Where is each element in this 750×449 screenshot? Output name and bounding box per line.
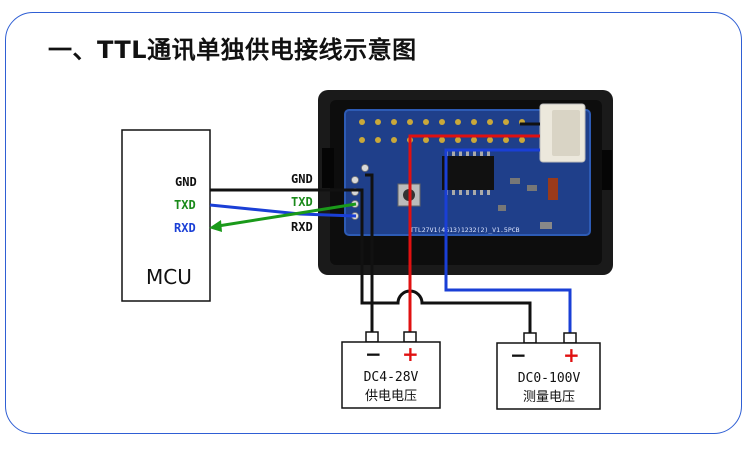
measure-voltage: DC0-100V: [518, 371, 581, 386]
module-rxd-label: RXD: [291, 220, 313, 234]
measure-supply-box: − + DC0-100V 测量电压: [496, 332, 601, 410]
module-gnd-label: GND: [291, 172, 313, 186]
mcu-txd-label: TXD: [174, 198, 196, 212]
measure-plus-sign: +: [563, 343, 580, 367]
board-silkscreen: TTL27V1(4G13)1232(2)_V1.5PCB: [410, 226, 520, 234]
supply-negative-wire: [365, 173, 374, 332]
mcu-gnd-label: GND: [175, 175, 197, 189]
supply-plus-sign: +: [402, 342, 419, 366]
module-txd-label: TXD: [291, 195, 313, 209]
diagram-frame: [5, 12, 742, 434]
arrow-icon: [209, 220, 222, 232]
txd-to-rxd-wire: [209, 202, 357, 232]
supply-positive-wire: [408, 134, 540, 332]
measure-positive-wire: [444, 148, 572, 333]
supply-voltage: DC4-28V: [364, 370, 419, 385]
supply-minus-sign: −: [365, 342, 382, 366]
supply-label: 供电电压: [365, 389, 417, 404]
mcu-box: [121, 129, 211, 302]
measure-minus-sign: −: [510, 343, 527, 367]
mcu-label: MCU: [146, 265, 192, 289]
power-supply-box: − + DC4-28V 供电电压: [341, 331, 441, 409]
mcu-rxd-label: RXD: [174, 221, 196, 235]
page-title: 一、TTL通讯单独供电接线示意图: [48, 36, 417, 64]
measure-label: 测量电压: [523, 390, 575, 405]
